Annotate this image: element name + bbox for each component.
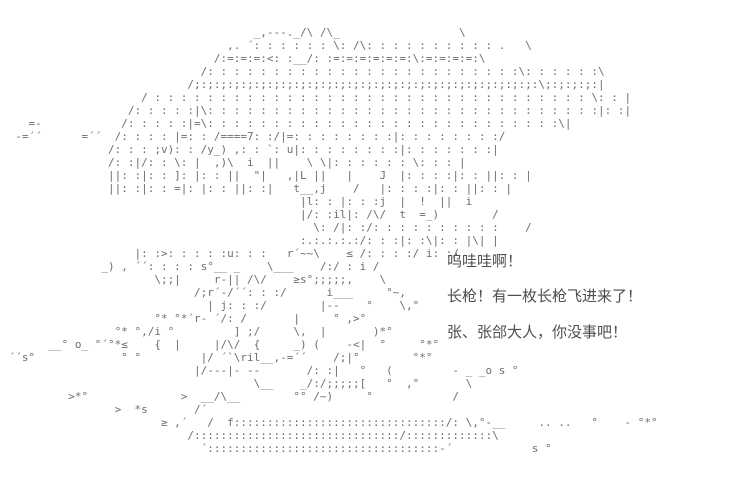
dialogue-line-3: 张、张郃大人，你没事吧！ [447, 324, 628, 341]
dialogue-line-2: 长枪！有一枚长枪飞进来了！ [447, 288, 643, 305]
dialogue-line-1: 呜哇哇啊！ [447, 253, 523, 270]
ascii-art: _,---._/\ /\_ \ ,. ´: : : : : : \: /\: :… [8, 26, 658, 455]
